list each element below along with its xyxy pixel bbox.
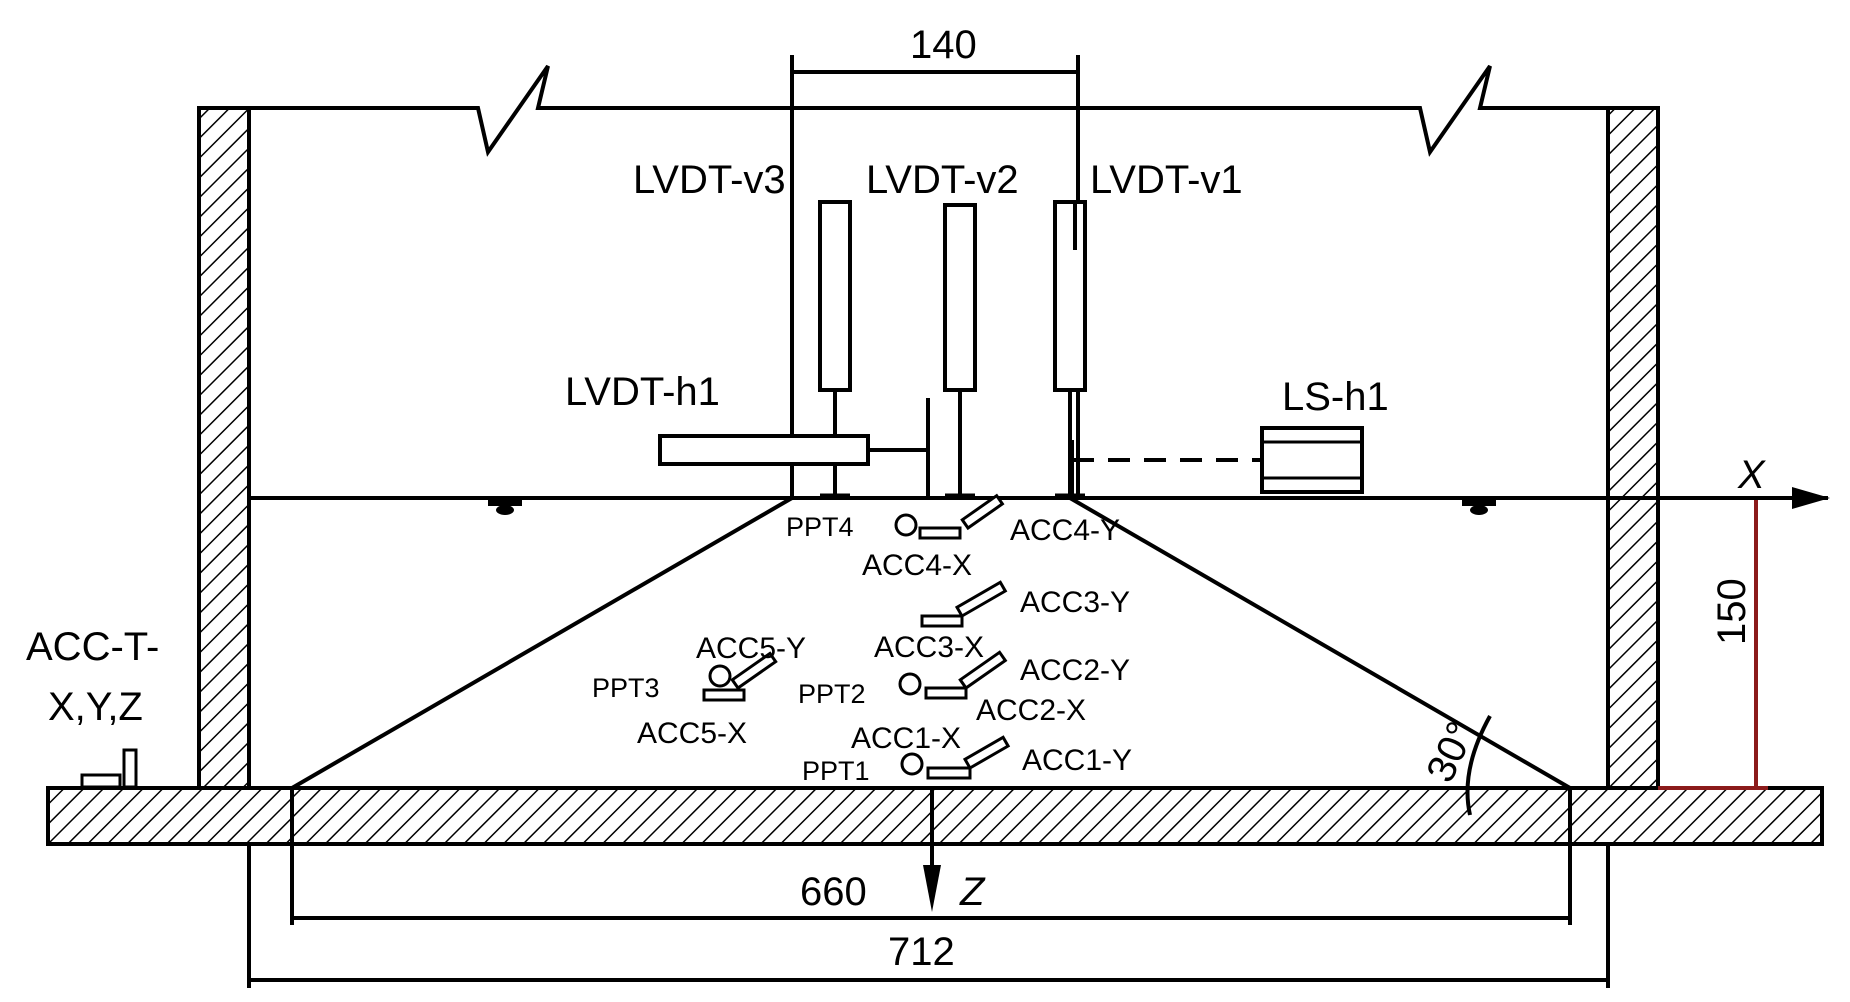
ppt3-label: PPT3	[592, 673, 660, 703]
acc2-y-label: ACC2-Y	[1020, 654, 1130, 687]
left-wall	[197, 106, 251, 790]
acc5-x-sensor	[702, 688, 746, 702]
acc1-y-label: ACC1-Y	[1022, 744, 1132, 777]
lvdt-v1-label: LVDT-v1	[1090, 158, 1243, 202]
base-plate	[46, 786, 1824, 846]
surface-anchor-right	[1462, 498, 1496, 515]
ls-h1-sensor	[1070, 426, 1364, 498]
dimension-660: 660	[290, 788, 1572, 925]
acc1-x-sensor	[926, 766, 972, 780]
axis-z: Z	[923, 788, 986, 914]
axis-x-label: X	[1737, 453, 1766, 497]
ppt4-label: PPT4	[786, 512, 854, 542]
ppt2-sensor	[898, 672, 922, 696]
dim-height-label: 150	[1710, 578, 1754, 645]
acc-t-sensor	[80, 748, 138, 789]
acc5-y-sensor	[730, 651, 778, 691]
ppt3-sensor	[708, 664, 732, 688]
angle-arc	[1465, 715, 1492, 816]
acc3-y-label: ACC3-Y	[1020, 586, 1130, 619]
acc1-x-label: ACC1-X	[851, 722, 961, 755]
acc5-x-label: ACC5-X	[637, 717, 747, 750]
acc-t-label-line1: ACC-T-	[26, 625, 159, 669]
top-break-line	[249, 64, 1608, 157]
acc3-x-label: ACC3-X	[874, 631, 984, 664]
ppt4-sensor	[894, 513, 918, 537]
dim-712-label: 712	[888, 930, 955, 974]
acc4-x-label: ACC4-X	[862, 549, 972, 582]
dimension-712: 712	[247, 844, 1610, 988]
angle-label: 30°	[1418, 715, 1483, 788]
lvdt-v2-sensor	[943, 203, 977, 499]
acc2-x-sensor	[924, 686, 968, 700]
axis-x: X	[1608, 453, 1830, 509]
surface-anchor-left	[488, 498, 522, 515]
right-wall	[1606, 106, 1660, 790]
acc3-x-sensor	[920, 614, 964, 628]
container-walls	[46, 106, 1824, 846]
lvdt-v2-label: LVDT-v2	[866, 158, 1019, 202]
acc5-y-label: ACC5-Y	[696, 632, 806, 665]
acc2-x-label: ACC2-X	[976, 694, 1086, 727]
ppt1-label: PPT1	[802, 756, 870, 786]
dim-top-label: 140	[910, 23, 977, 67]
ppt1-sensor	[900, 752, 924, 776]
acc1-y-sensor	[962, 735, 1011, 771]
acc4-y-label: ACC4-Y	[1010, 514, 1120, 547]
acc4-x-sensor	[918, 526, 962, 540]
acc-t-label-line2: X,Y,Z	[48, 685, 143, 729]
dim-660-label: 660	[800, 870, 867, 914]
dimension-height: 150	[1658, 496, 1768, 790]
lvdt-h1-sensor	[658, 398, 930, 498]
axis-z-label: Z	[959, 870, 986, 914]
acc2-y-sensor	[958, 650, 1008, 691]
lvdt-v3-label: LVDT-v3	[633, 158, 786, 202]
ppt2-label: PPT2	[798, 679, 866, 709]
ls-h1-label: LS-h1	[1282, 375, 1389, 419]
acc3-y-sensor	[954, 580, 1008, 619]
lvdt-v3-sensor	[818, 200, 852, 499]
slope-left-line	[290, 496, 794, 790]
lvdt-h1-label: LVDT-h1	[565, 370, 720, 414]
slope-right-line	[1068, 496, 1572, 790]
acc4-y-sensor	[960, 493, 1005, 531]
